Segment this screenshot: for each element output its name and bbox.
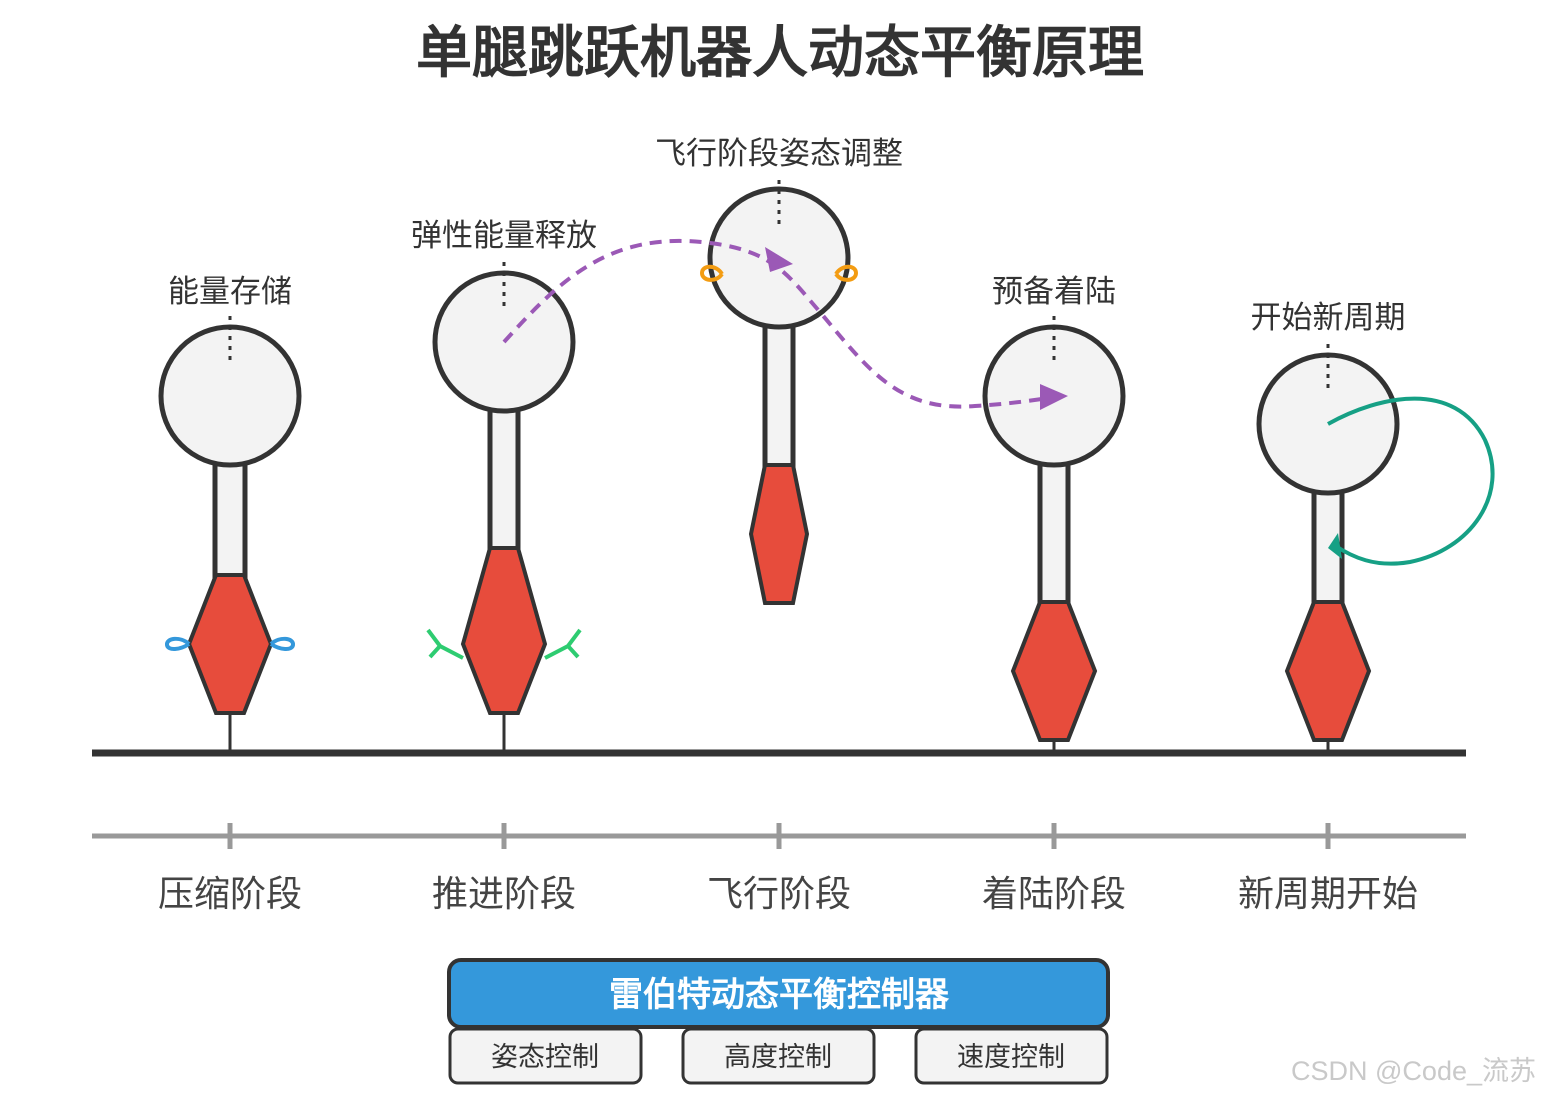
leg-upper: [1037, 461, 1071, 607]
module-height-control: [681, 1027, 876, 1085]
module-speed-label: 速度控制: [957, 1042, 1065, 1073]
leg-upper: [487, 405, 521, 553]
cycle-return-arrow: [1327, 396, 1495, 566]
annotation-energy-storage: 能量存储: [168, 274, 292, 310]
phase-label-thrust: 推进阶段: [432, 874, 576, 915]
module-attitude-label: 姿态控制: [491, 1042, 599, 1073]
annotation-new-cycle: 开始新周期: [1251, 300, 1406, 336]
leg-spring-section: [1284, 600, 1372, 742]
module-attitude-control: [448, 1027, 643, 1085]
module-height-label: 高度控制: [724, 1042, 832, 1073]
robot-thrust: [426, 262, 582, 753]
attitude-adjust-icon: [699, 264, 859, 282]
watermark: CSDN @Code_流苏: [1291, 1056, 1536, 1086]
robot-landing: [982, 316, 1126, 753]
timeline-ticks: [227, 823, 1331, 849]
annotation-elastic-release: 弹性能量释放: [411, 218, 597, 254]
diagram-title: 单腿跳跃机器人动态平衡原理: [416, 21, 1144, 86]
annotation-flight-attitude: 飞行阶段姿态调整: [655, 136, 903, 172]
leg-spring-section: [1010, 600, 1098, 742]
trajectory-arrowhead-icon: [765, 247, 793, 272]
leg-upper: [212, 461, 248, 579]
robot-flight: [699, 180, 859, 605]
thrust-release-icon: [426, 628, 582, 660]
phase-label-new-cycle: 新周期开始: [1238, 874, 1418, 915]
phase-label-landing: 着陆阶段: [982, 874, 1126, 915]
leg-spring-section: [186, 573, 274, 715]
trajectory-arrowhead-icon: [1040, 384, 1068, 410]
module-speed-control: [914, 1027, 1109, 1085]
leg-spring-section: [748, 463, 810, 605]
robot-compression: [158, 316, 302, 753]
hop-trajectory-path: [502, 238, 1063, 409]
spring-compression-icon: [165, 636, 295, 651]
leg-upper: [762, 322, 796, 470]
raibert-controller: 雷伯特动态平衡控制器 姿态控制 高度控制 速度控制: [447, 958, 1110, 1085]
controller-header: [447, 958, 1110, 1029]
controller-title: 雷伯特动态平衡控制器: [609, 975, 950, 1015]
annotation-prepare-landing: 预备着陆: [992, 274, 1116, 310]
phase-label-compression: 压缩阶段: [158, 874, 302, 915]
phase-label-flight: 飞行阶段: [707, 874, 851, 915]
cycle-arrowhead-icon: [1328, 533, 1342, 559]
leg-spring-section: [460, 546, 548, 715]
